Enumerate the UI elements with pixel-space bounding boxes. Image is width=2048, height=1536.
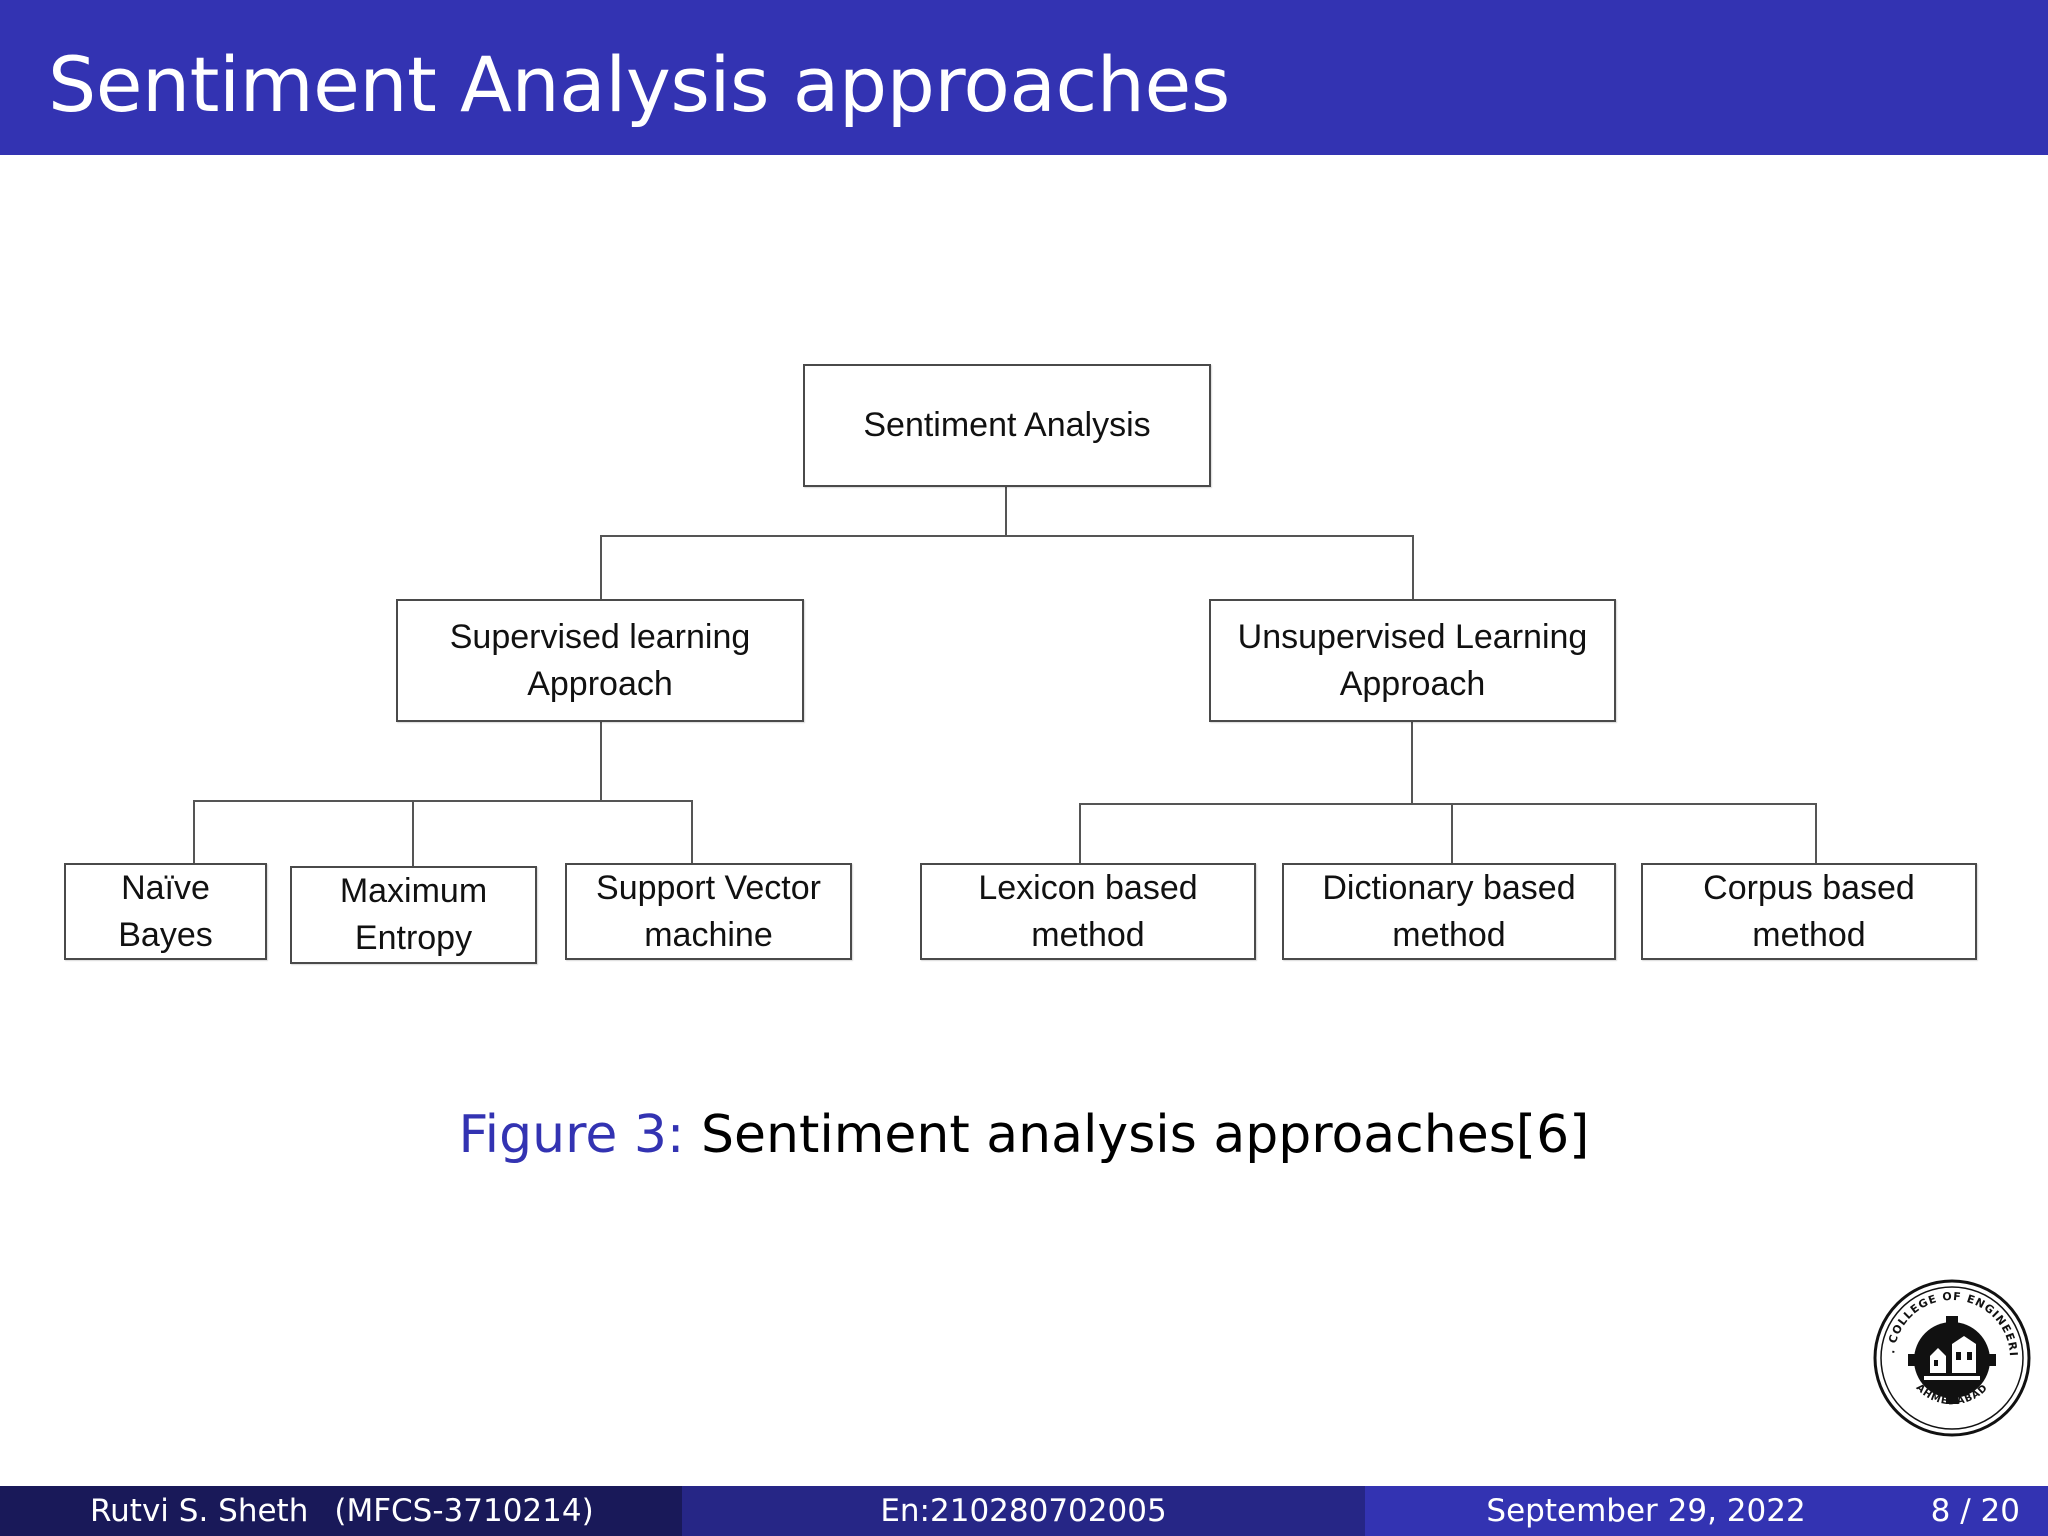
footer-enrollment-segment: En:210280702005 (682, 1486, 1365, 1536)
connector-line (193, 800, 693, 802)
footer-date-segment: September 29, 2022 8 / 20 (1365, 1486, 2048, 1536)
connector-line (1005, 486, 1007, 536)
root-node: Sentiment Analysis (803, 364, 1211, 487)
connector-line (600, 535, 602, 600)
leaf-node-svm: Support Vector machine (565, 863, 852, 960)
footer-author: Rutvi S. Sheth (90, 1493, 309, 1529)
figure-caption: Figure 3: Sentiment analysis approaches[… (0, 1100, 2048, 1170)
leaf-node-corpus: Corpus based method (1641, 863, 1977, 960)
college-logo: L.D. COLLEGE OF ENGINEERING AHMEDABAD (1872, 1278, 2031, 1437)
leaf-node-naive-bayes: Naïve Bayes (64, 863, 267, 960)
footer-enrollment: En:210280702005 (880, 1493, 1167, 1529)
footer-date: September 29, 2022 (1486, 1493, 1806, 1529)
slide-header: Sentiment Analysis approaches (0, 0, 2048, 155)
footer-author-segment: Rutvi S. Sheth (MFCS-3710214) (0, 1486, 682, 1536)
supervised-node: Supervised learning Approach (396, 599, 804, 722)
connector-line (1079, 803, 1817, 805)
unsupervised-node: Unsupervised Learning Approach (1209, 599, 1616, 722)
connector-line (1411, 721, 1413, 804)
footer-course: (MFCS-3710214) (334, 1493, 594, 1529)
connector-line (412, 800, 414, 867)
page-number: 8 / 20 (1930, 1493, 2020, 1529)
leaf-node-maximum-entropy: Maximum Entropy (290, 866, 537, 964)
connector-line (691, 800, 693, 864)
connector-line (600, 721, 602, 801)
slide-title: Sentiment Analysis approaches (48, 40, 1230, 129)
connector-line (600, 535, 1414, 537)
connector-line (1451, 803, 1453, 864)
leaf-node-dictionary: Dictionary based method (1282, 863, 1616, 960)
leaf-node-lexicon: Lexicon based method (920, 863, 1256, 960)
connector-line (1815, 803, 1817, 864)
connector-line (1079, 803, 1081, 864)
connector-line (1412, 535, 1414, 600)
figure-label: Figure 3: (458, 1105, 685, 1165)
gear-icon (1908, 1316, 1996, 1404)
slide-footer: Rutvi S. Sheth (MFCS-3710214) En:2102807… (0, 1486, 2048, 1536)
connector-line (193, 800, 195, 864)
figure-caption-text: Sentiment analysis approaches[6] (700, 1105, 1590, 1165)
